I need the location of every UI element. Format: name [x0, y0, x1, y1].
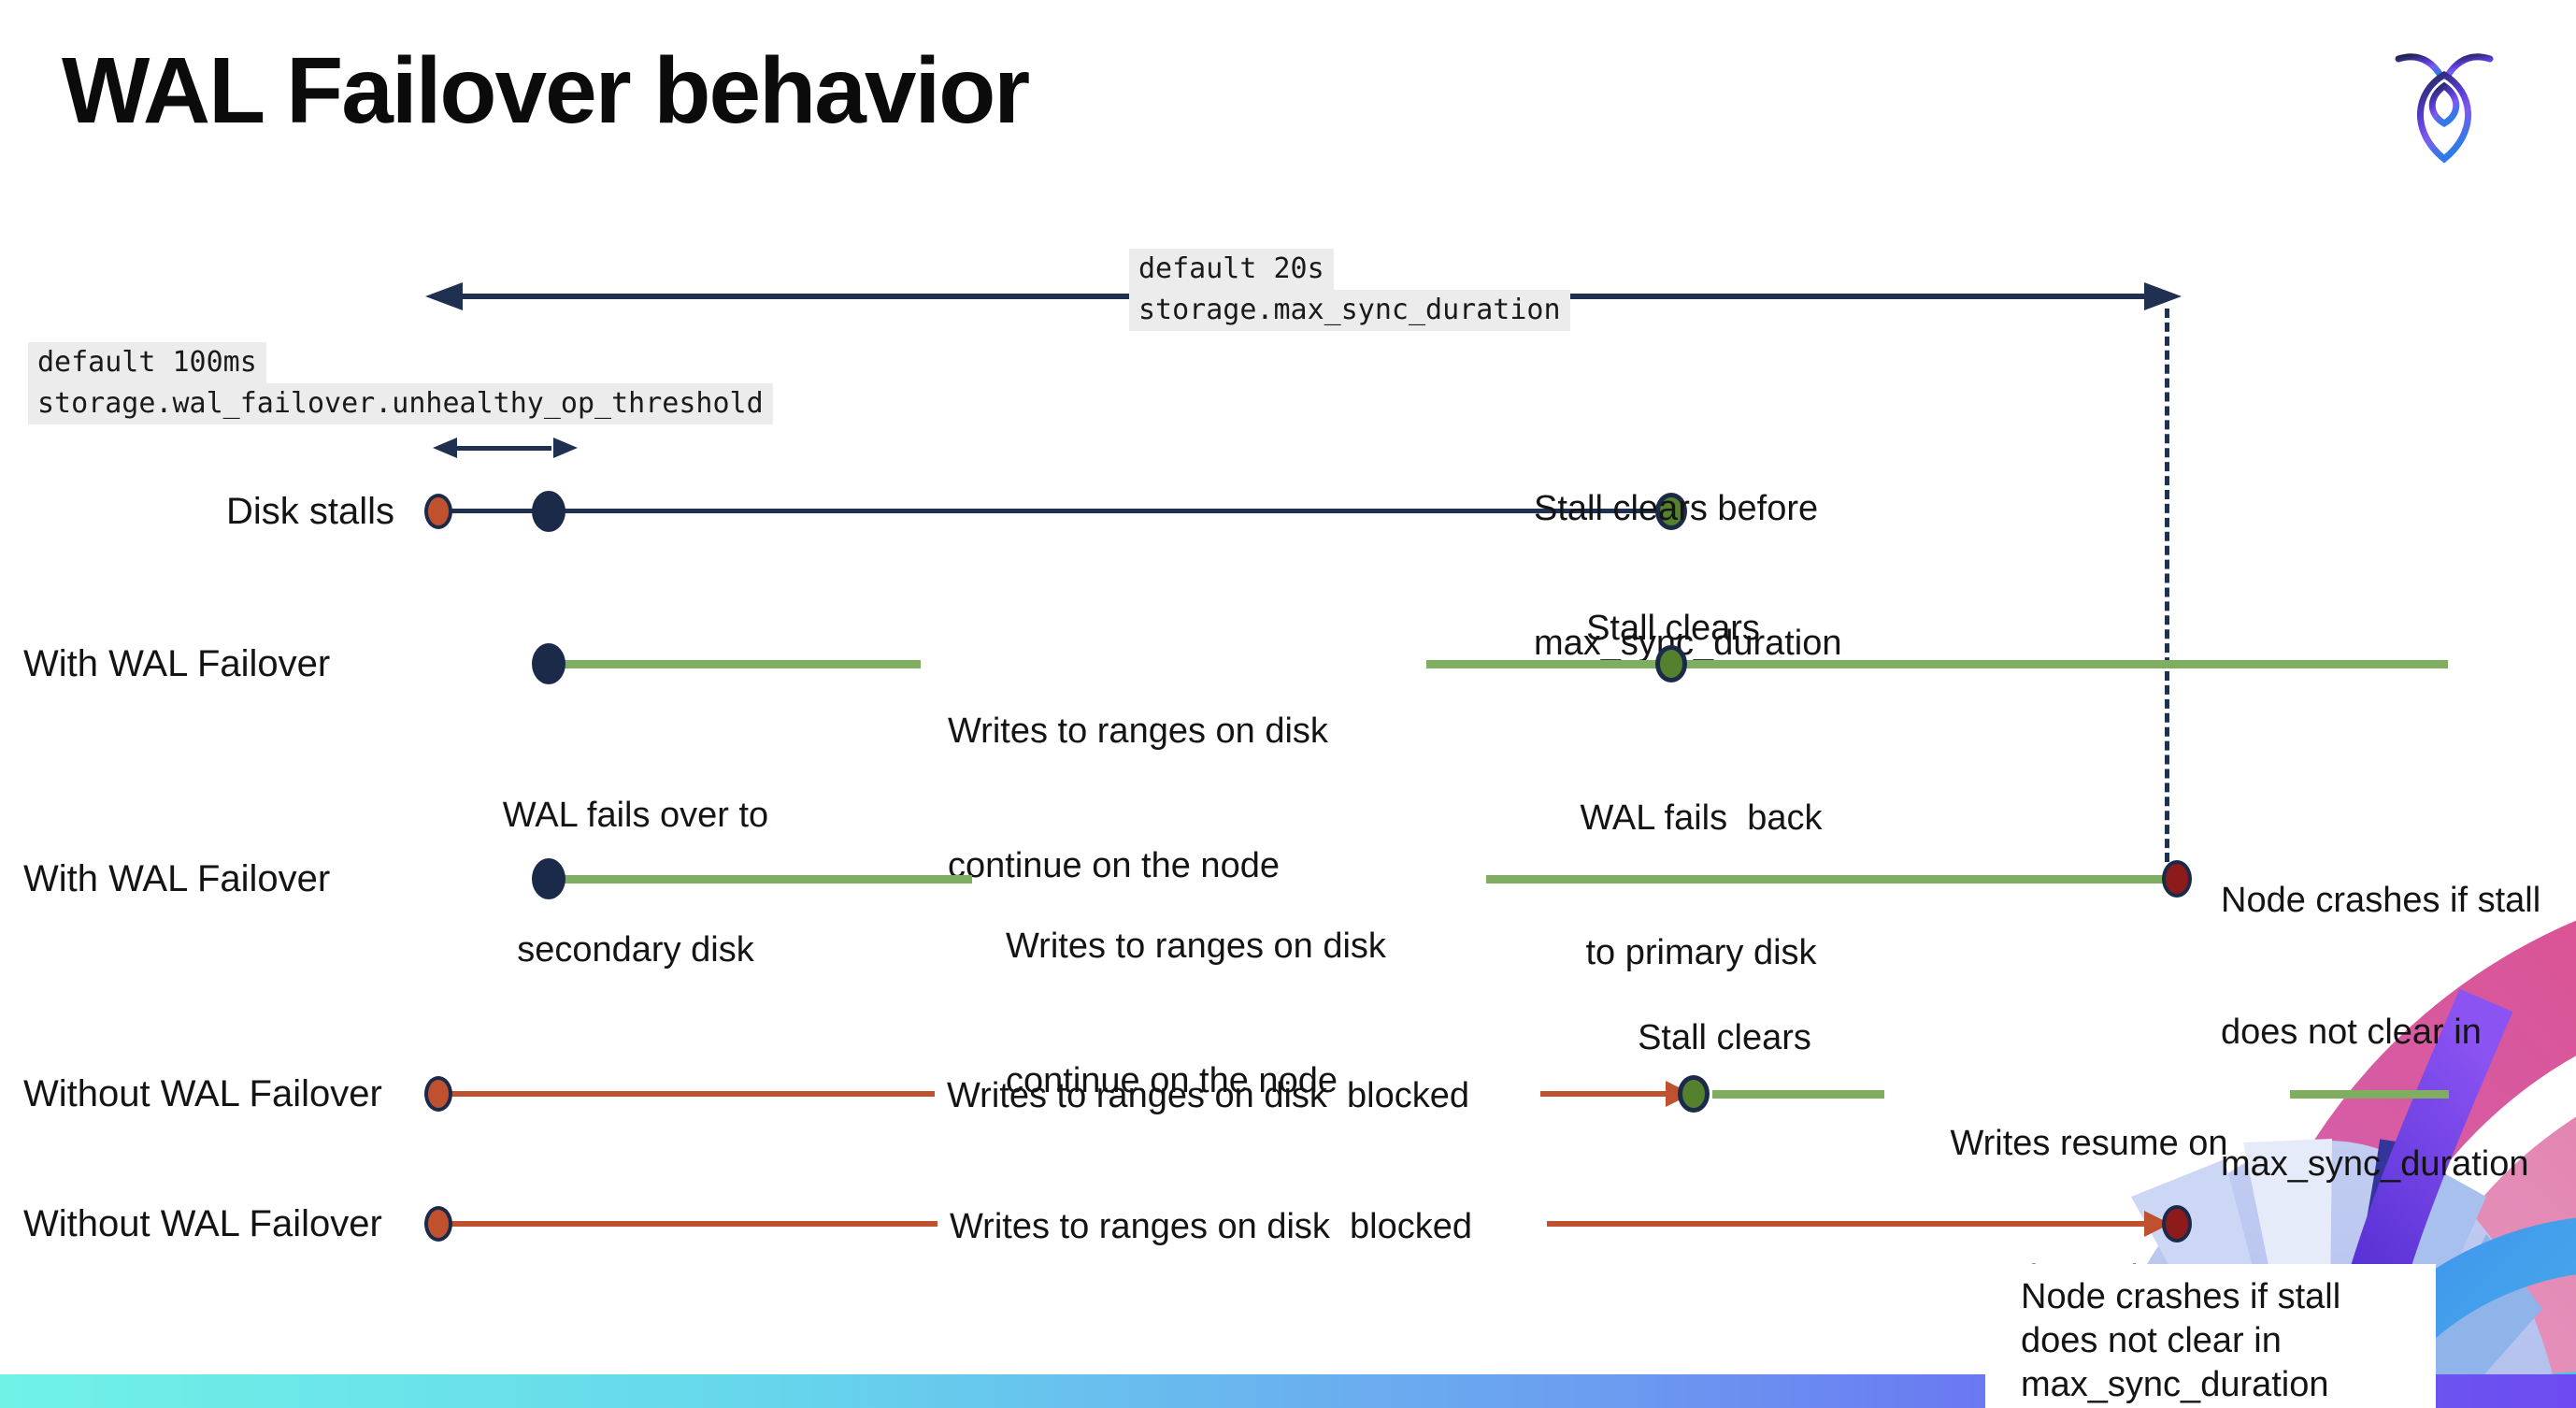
row5-crash-dot [2162, 1205, 2192, 1243]
max-sync-duration-dashed-line [2165, 309, 2169, 862]
row4-red-segment-a [438, 1091, 935, 1097]
unhealthy-default-label: default 100ms [28, 342, 266, 383]
arrow-left-head-icon [425, 282, 463, 310]
stall-clears-dot [1655, 493, 1687, 530]
row4-blocked-text: Writes to ranges on disk blocked [947, 1076, 1470, 1115]
row3-failover-dot [532, 858, 565, 899]
page-title: WAL Failover behavior [62, 38, 1030, 143]
row2-failover-dot [532, 643, 565, 684]
row5-red-segment-a [438, 1221, 937, 1227]
row5-crash-text: Node crashes if stall does not clear in … [2021, 1277, 2341, 1404]
row4-red-segment-b [1540, 1091, 1669, 1097]
unhealthy-setting-label: storage.wal_failover.unhealthy_op_thresh… [28, 383, 773, 424]
row-label-without-wal-failover-1: Without WAL Failover [23, 1073, 382, 1114]
row2-failover-text: WAL fails over to secondary disk [502, 796, 769, 970]
row2-stall-clears-dot [1655, 645, 1687, 682]
small-arrow-right-head-icon [553, 438, 578, 458]
row4-green-segment-a [1712, 1090, 1884, 1099]
row-label-with-wal-failover-1: With WAL Failover [23, 643, 331, 684]
row2-stall-clears-text: Stall clears [1586, 609, 1760, 648]
row4-stall-clears-dot [1678, 1075, 1710, 1113]
row3-crash-dot [2162, 860, 2192, 898]
row2-writes-text: Writes to ranges on disk continue on the… [948, 711, 1328, 885]
disk-stall-timeline [438, 509, 1671, 513]
crash-note-card [1985, 1264, 2436, 1408]
small-arrow-left-head-icon [433, 438, 457, 458]
row-label-disk-stalls: Disk stalls [225, 491, 394, 532]
row5-red-segment-b [1547, 1221, 2150, 1227]
stall-clears-before-text: Stall clears before max_sync_duration [1534, 489, 1842, 663]
row3-green-segment-b [1486, 875, 2167, 884]
max-sync-default-label: default 20s [1129, 249, 1334, 290]
stall-start-dot [424, 494, 452, 529]
row-label-with-wal-failover-2: With WAL Failover [23, 858, 331, 899]
row4-green-segment-b [2290, 1090, 2449, 1099]
row5-blocked-text: Writes to ranges on disk blocked [950, 1207, 1473, 1246]
row3-green-segment-a [551, 875, 972, 884]
row5-stall-start-dot [424, 1206, 452, 1242]
row2-green-segment-b [1426, 660, 2448, 668]
row4-stall-start-dot [424, 1076, 452, 1112]
row-label-without-wal-failover-2: Without WAL Failover [23, 1203, 382, 1244]
unhealthy-threshold-arrow [447, 446, 551, 451]
max-sync-setting-label: storage.max_sync_duration [1129, 290, 1570, 331]
row3-crash-text: Node crashes if stall does not clear in … [2221, 881, 2541, 1184]
arrow-right-head-icon [2144, 282, 2182, 310]
row3-writes-text: Writes to ranges on disk continue on the… [1006, 927, 1386, 1100]
failover-threshold-dot [532, 491, 565, 532]
row2-green-segment-a [551, 660, 921, 668]
cockroachdb-logo-svg [2395, 53, 2494, 164]
row4-stall-clears-text: Stall clears [1638, 1018, 1811, 1057]
row2-failback-text: WAL fails back to primary disk [1580, 798, 1823, 972]
cockroachdb-logo-icon [2393, 45, 2496, 166]
